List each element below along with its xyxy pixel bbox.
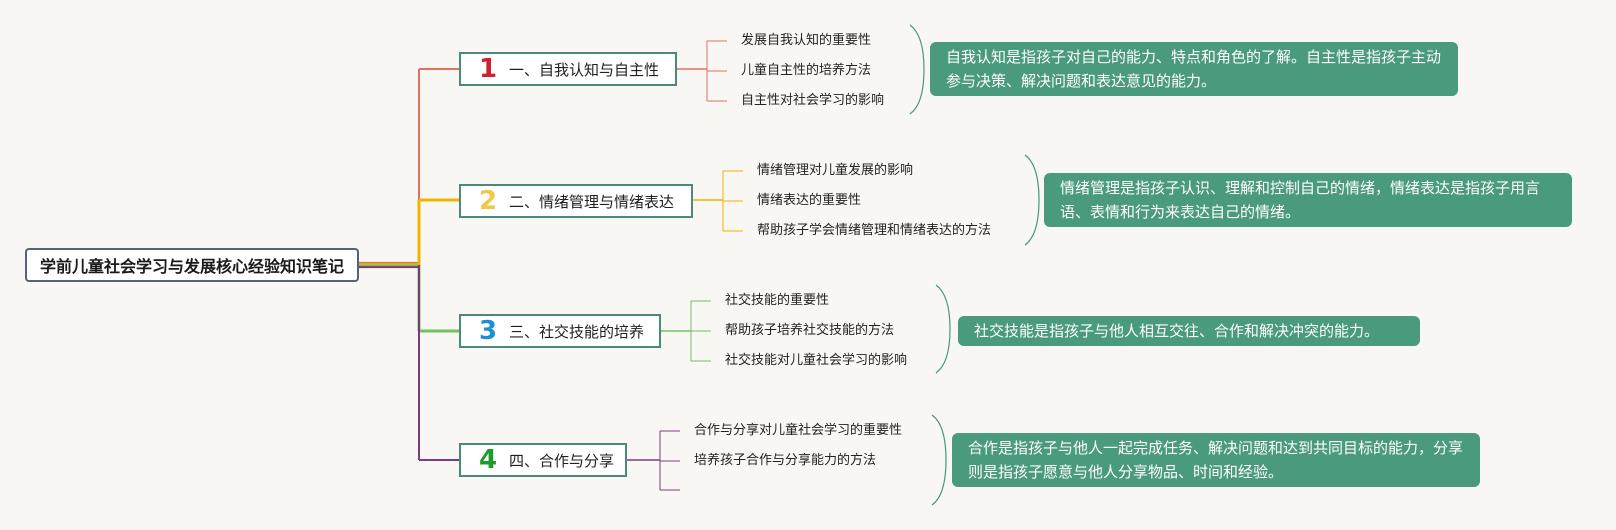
branch-2-item-2[interactable]: 情绪表达的重要性 xyxy=(757,193,862,208)
branch-4-item-2[interactable]: 培养孩子合作与分享能力的方法 xyxy=(694,453,877,468)
brace-4 xyxy=(931,414,947,506)
branch-3-title: 三、社交技能的培养 xyxy=(509,322,645,341)
number-4-icon: 4 xyxy=(478,445,498,475)
branch-2-note[interactable]: 情绪管理是指孩子认识、理解和控制自己的情绪，情绪表达是指孩子用言语、表情和行为来… xyxy=(1044,173,1572,227)
branch-2-title: 二、情绪管理与情绪表达 xyxy=(509,192,675,211)
branch-3-item-2[interactable]: 帮助孩子培养社交技能的方法 xyxy=(725,323,895,338)
branch-1-item-2[interactable]: 儿童自主性的培养方法 xyxy=(741,63,872,78)
root-topic[interactable]: 学前儿童社会学习与发展核心经验知识笔记 xyxy=(25,248,359,282)
branch-3[interactable]: 3 三、社交技能的培养 xyxy=(459,314,661,348)
branch-1[interactable]: 1 一、自我认知与自主性 xyxy=(459,52,677,86)
brace-3 xyxy=(935,284,951,374)
branch-3-item-3[interactable]: 社交技能对儿童社会学习的影响 xyxy=(725,353,908,368)
branch-3-item-1[interactable]: 社交技能的重要性 xyxy=(725,293,830,308)
branch-1-title: 一、自我认知与自主性 xyxy=(509,60,660,79)
branch-4-item-1[interactable]: 合作与分享对儿童社会学习的重要性 xyxy=(694,423,903,438)
branch-2-item-1[interactable]: 情绪管理对儿童发展的影响 xyxy=(757,163,914,178)
brace-2 xyxy=(1024,154,1040,246)
branch-3-note[interactable]: 社交技能是指孩子与他人相互交往、合作和解决冲突的能力。 xyxy=(958,316,1420,346)
number-2-icon: 2 xyxy=(478,186,498,216)
branch-4[interactable]: 4 四、合作与分享 xyxy=(459,443,627,477)
number-3-icon: 3 xyxy=(478,316,498,346)
branch-1-item-1[interactable]: 发展自我认知的重要性 xyxy=(741,33,872,48)
brace-1 xyxy=(909,24,925,115)
branch-4-title: 四、合作与分享 xyxy=(509,451,615,470)
branch-2[interactable]: 2 二、情绪管理与情绪表达 xyxy=(459,184,693,218)
branch-1-item-3[interactable]: 自主性对社会学习的影响 xyxy=(741,93,885,108)
branch-2-item-3[interactable]: 帮助孩子学会情绪管理和情绪表达的方法 xyxy=(757,223,992,238)
branch-1-note[interactable]: 自我认知是指孩子对自己的能力、特点和角色的了解。自主性是指孩子主动参与决策、解决… xyxy=(930,42,1458,96)
branch-4-note[interactable]: 合作是指孩子与他人一起完成任务、解决问题和达到共同目标的能力，分享则是指孩子愿意… xyxy=(952,433,1480,487)
number-1-icon: 1 xyxy=(478,54,498,84)
